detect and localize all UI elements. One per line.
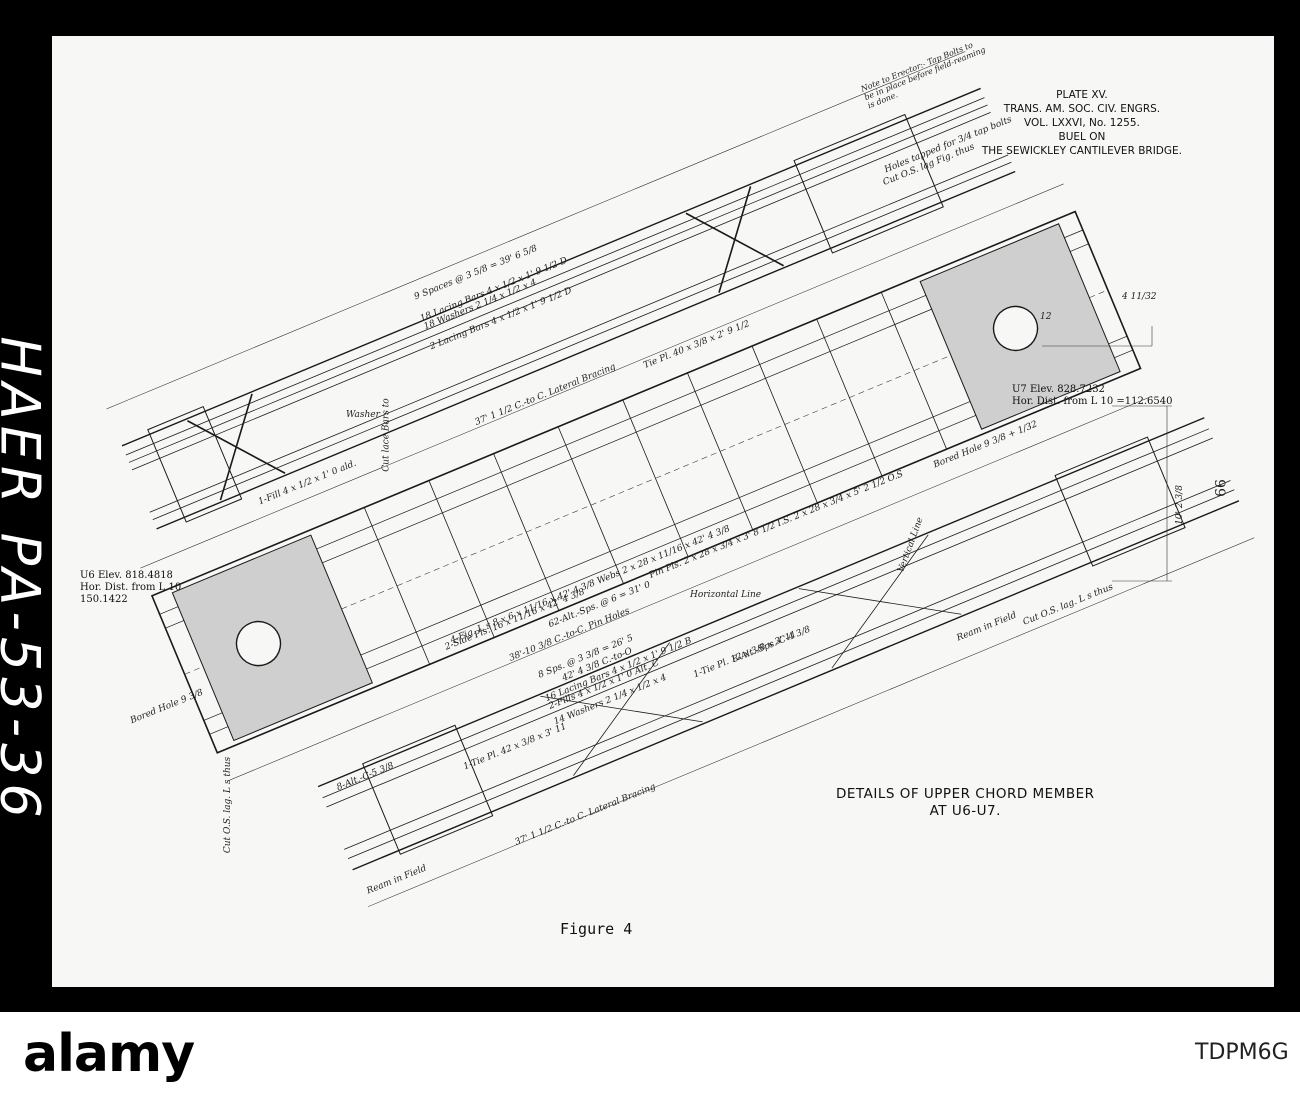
plate-author: BUEL ON [1058,131,1106,143]
note-dim-ten: 10' 2 3/8 [1174,485,1185,525]
plate-number: PLATE XV. [1056,89,1108,101]
note-cut-os-left: Cut O.S. lag. L s thus [223,756,234,854]
watermark-strip [0,1012,1300,1101]
haer-label-text: HAER PA-53-36 [0,336,52,824]
chord-drawing [106,51,1255,907]
bottom-lacing-assembly [317,417,1240,871]
image-id: TDPM6G [1195,1040,1289,1065]
margin-number: 99 [1210,479,1227,497]
haer-side-label: HAER PA-53-36 [0,230,52,930]
plate-title-block: PLATE XV. TRANS. AM. SOC. CIV. ENGRS. VO… [982,88,1182,158]
note-run: 12 [1040,312,1052,322]
plate-volume: VOL. LXXVI, No. 1255. [1024,117,1140,129]
caption-line2: AT U6-U7. [929,803,1001,819]
elevation-left-line2: Hor. Dist. from L 10 [80,582,182,593]
drawing-caption: DETAILS OF UPPER CHORD MEMBER AT U6-U7. [836,786,1095,820]
note-horizontal: Horizontal Line [690,590,762,600]
dimension-lines [106,51,1255,907]
elevation-right: U7 Elev. 828.7232 Hor. Dist. from L 10 =… [1012,384,1172,408]
stock-logo: alamy [23,1024,195,1084]
top-lacing-assembly [121,87,1016,530]
caption-line1: DETAILS OF UPPER CHORD MEMBER [836,786,1095,802]
elevation-right-line2: Hor. Dist. from L 10 =112.6540 [1012,396,1173,407]
note-cut-lace: Cut lace Bars to [381,398,392,472]
note-washer: Washer [346,410,380,420]
note-slope: 4 11/32 [1122,292,1157,302]
chord-body [150,210,1142,754]
plate-journal: TRANS. AM. SOC. CIV. ENGRS. [1003,103,1161,115]
plate-subject: THE SEWICKLEY CANTILEVER BRIDGE. [981,145,1182,157]
elevation-right-line1: U7 Elev. 828.7232 [1012,384,1105,395]
elevation-left: U6 Elev. 818.4818 Hor. Dist. from L 10 1… [80,570,181,606]
elevation-left-line1: U6 Elev. 818.4818 [80,570,173,581]
figure-label: Figure 4 [560,920,633,938]
elevation-left-line3: 150.1422 [80,594,128,605]
